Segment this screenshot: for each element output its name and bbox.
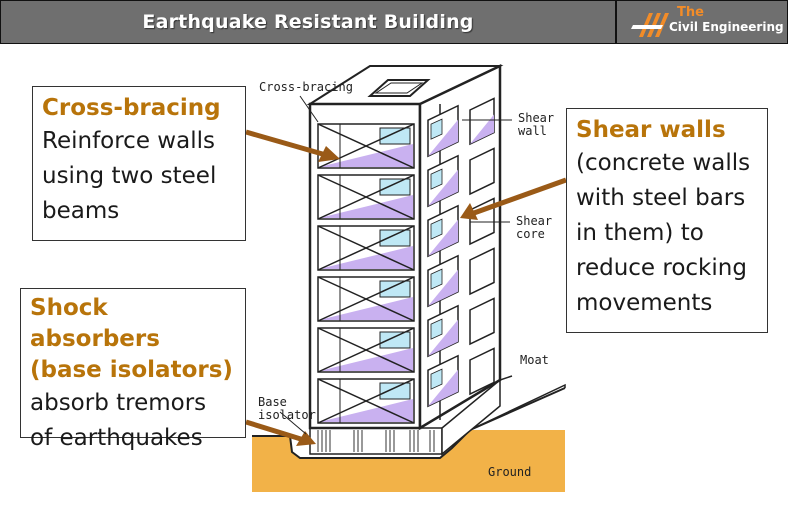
label-base-isolator-line: isolator — [258, 408, 316, 422]
label-moat: Moat — [520, 353, 549, 367]
the-civil-engineering-logo-icon — [631, 13, 669, 37]
pointer-arrows — [245, 129, 567, 443]
callout-cross-bracing: Cross-bracing Reinforce walls using two … — [32, 86, 246, 241]
side-window — [427, 97, 495, 158]
label-base-isolator: Base isolator — [258, 396, 316, 422]
logo-the: The — [677, 5, 704, 20]
label-shear-wall: Shear wall — [518, 112, 554, 138]
label-shear-core-line: core — [516, 227, 545, 241]
arrow-cross-bracing — [245, 129, 327, 158]
label-shear-wall-line: Shear — [518, 111, 555, 125]
callout-line: beams — [42, 198, 120, 224]
floor-panel — [317, 123, 415, 169]
page-title: Earthquake Resistant Building — [1, 1, 617, 43]
side-window — [427, 247, 495, 308]
callout-line: (concrete walls — [576, 150, 751, 176]
callout-title: Cross-bracing — [42, 95, 221, 121]
arrow-base-isolators — [245, 419, 305, 443]
ground-fill — [252, 430, 565, 492]
callout-title: Shear walls — [576, 117, 726, 143]
header-bar: Earthquake Resistant Building The Civil … — [0, 0, 788, 44]
floor-panel — [317, 378, 415, 424]
roof-hatch — [367, 79, 431, 97]
floor-panel — [317, 174, 415, 220]
callout-line: of earthquakes — [30, 425, 203, 451]
floor-panel — [317, 225, 415, 271]
callout-line: in them) to — [576, 220, 704, 246]
callout-line: absorb tremors — [30, 390, 207, 416]
callout-line: movements — [576, 290, 713, 316]
building-floors — [317, 97, 495, 424]
callout-shear-walls: Shear walls (concrete walls with steel b… — [566, 108, 768, 333]
callout-line: Reinforce walls — [42, 128, 215, 154]
logo-name: Civil Engineering — [669, 20, 784, 34]
label-shear-core: Shear core — [516, 215, 552, 241]
label-shear-wall-line: wall — [518, 124, 547, 138]
callout-line: with steel bars — [576, 185, 746, 211]
base-isolators — [309, 378, 501, 456]
label-shear-core-line: Shear — [516, 214, 553, 228]
callout-title: Shock absorbers — [30, 295, 160, 352]
callout-line: reduce rocking — [576, 255, 747, 281]
side-window — [427, 297, 495, 358]
side-window — [427, 347, 495, 408]
side-window — [427, 147, 495, 208]
brand-logo: The Civil Engineering — [619, 1, 787, 43]
arrow-shear-walls — [473, 177, 567, 216]
label-cross-bracing: Cross-bracing — [259, 80, 353, 94]
callout-shock-absorbers: Shock absorbers (base isolators) absorb … — [20, 288, 246, 451]
callout-title: (base isolators) — [30, 357, 233, 383]
label-ground: Ground — [488, 465, 532, 479]
label-base-isolator-line: Base — [258, 395, 287, 409]
callout-line: using two steel — [42, 163, 217, 189]
floor-panel — [317, 327, 415, 373]
floor-panel — [317, 276, 415, 322]
